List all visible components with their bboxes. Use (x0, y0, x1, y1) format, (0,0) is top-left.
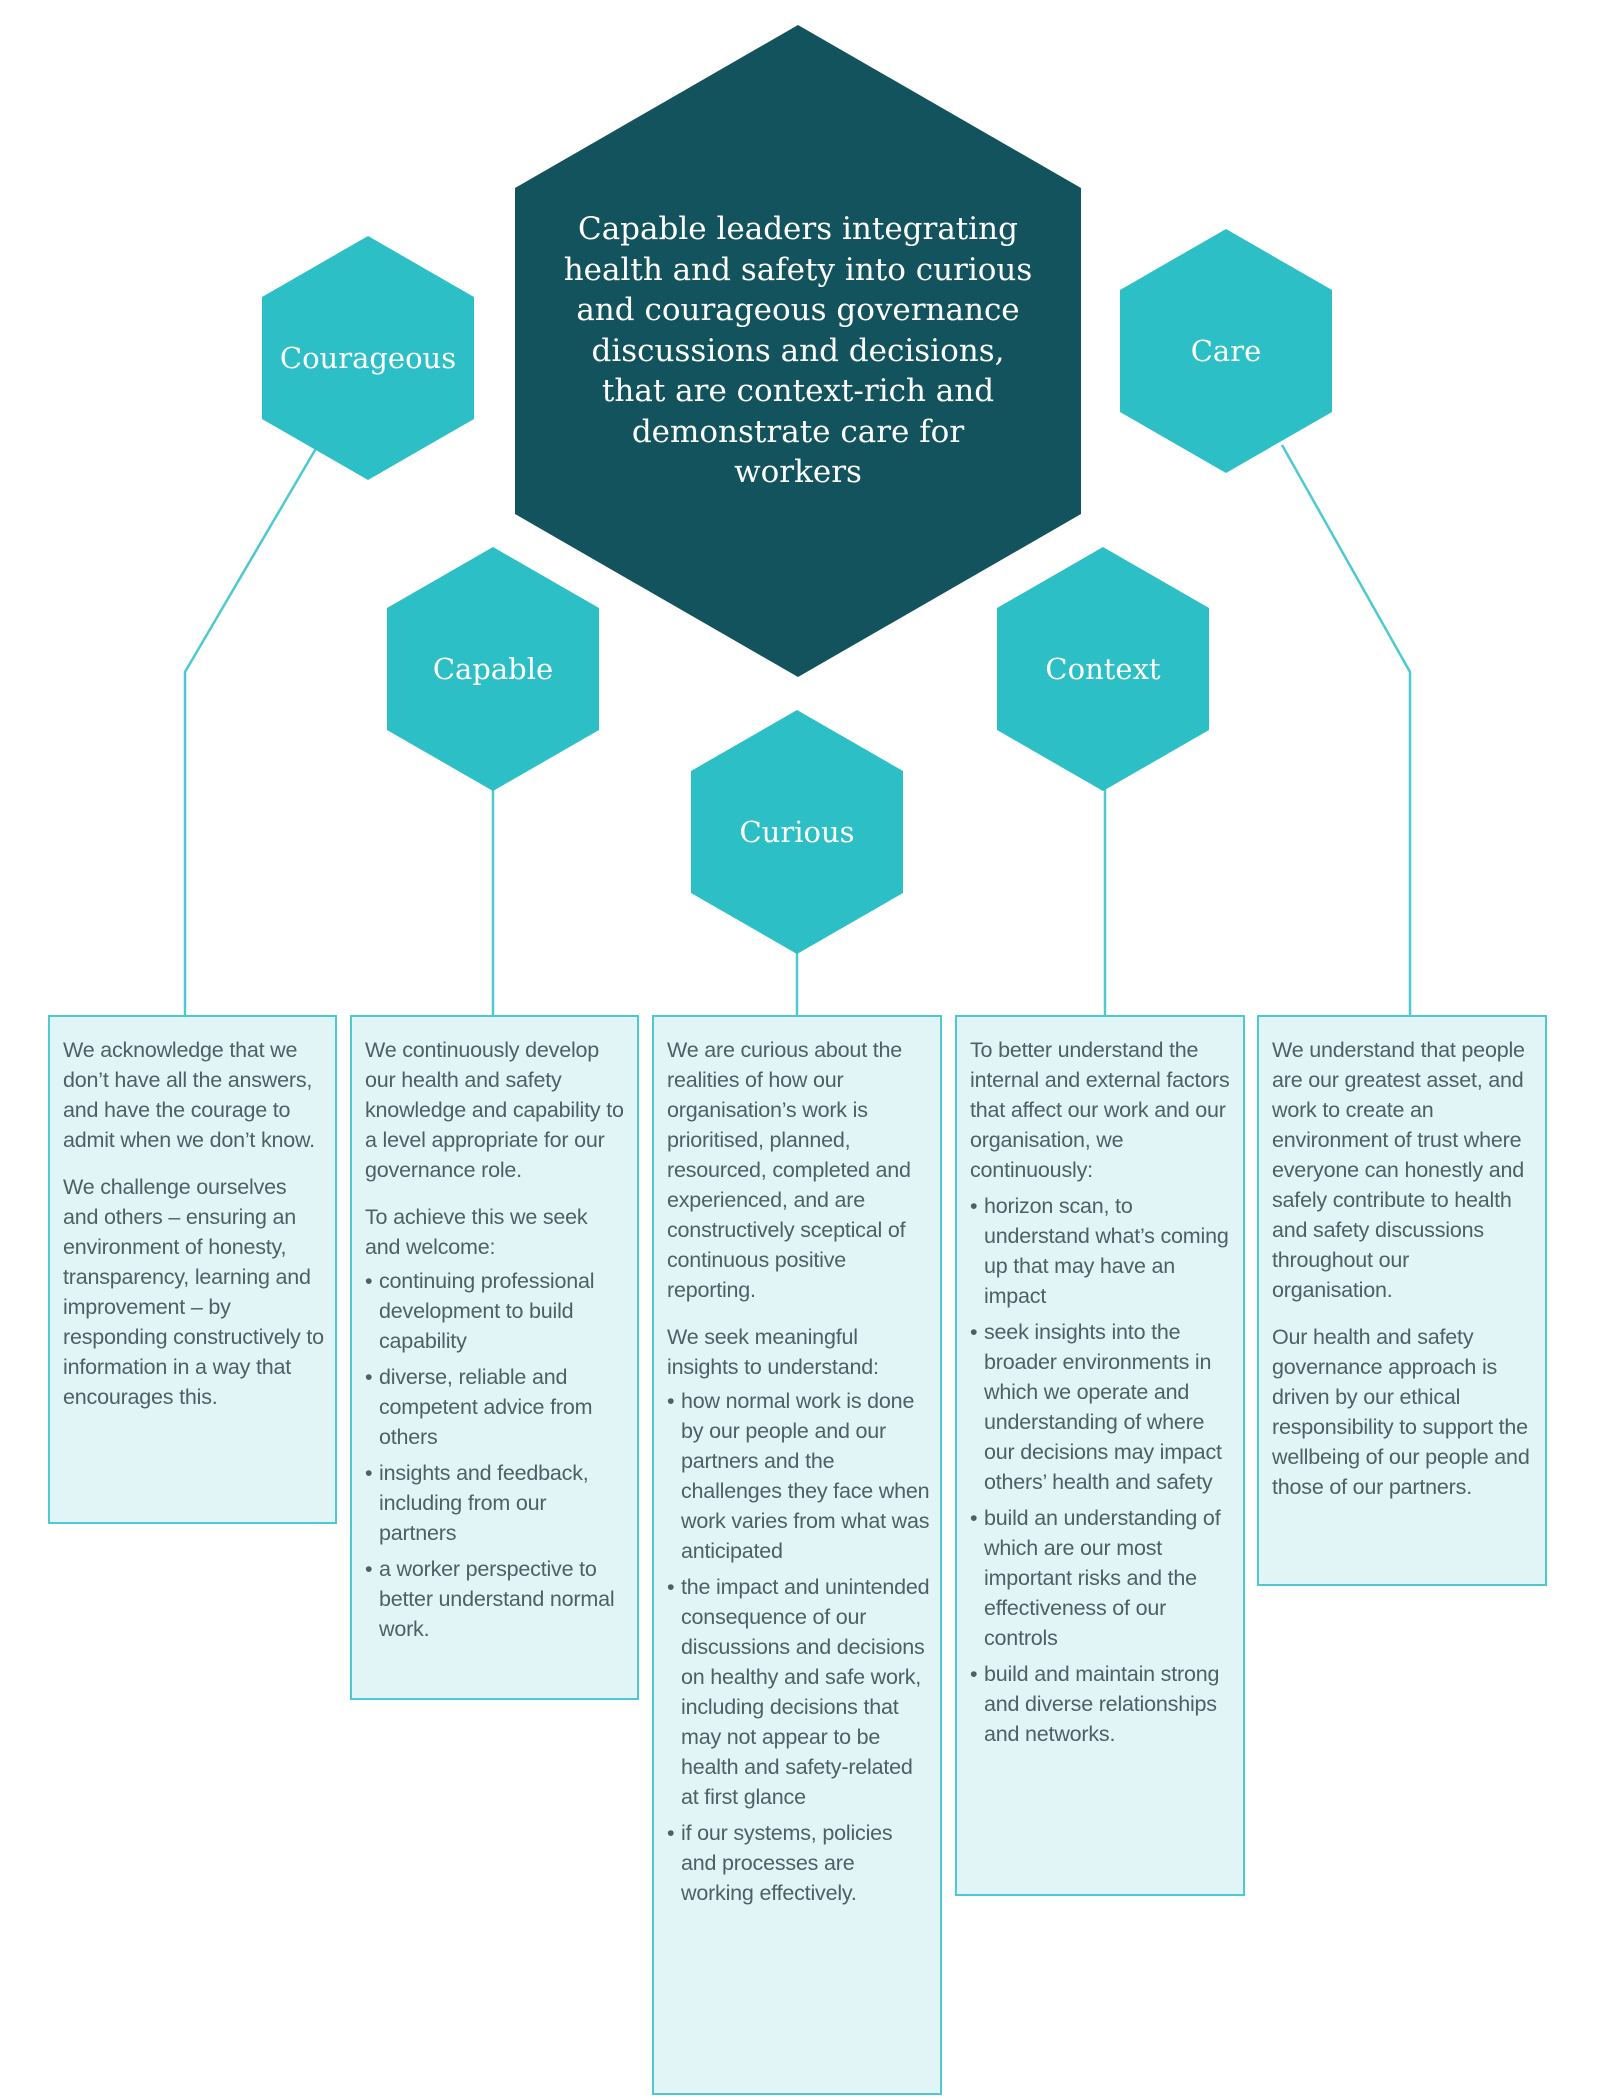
context-paragraph: To better understand the internal and ex… (970, 1038, 1230, 1182)
curious-bullet-list: how normal work is done by our people an… (667, 1386, 930, 1908)
care-title: Care (1190, 334, 1262, 368)
list-item: if our systems, policies and processes a… (667, 1818, 930, 1908)
list-item: a worker perspective to better understan… (365, 1554, 627, 1644)
courageous-title: Courageous (279, 341, 457, 375)
capable-hexagon: Capable (387, 547, 599, 791)
list-item: seek insights into the broader environme… (970, 1317, 1233, 1497)
list-item: build an understanding of which are our … (970, 1503, 1233, 1653)
central-line: and courageous governance (576, 292, 1020, 329)
context-hexagon: Context (997, 547, 1209, 791)
curious-title: Curious (739, 815, 855, 849)
capable-description-box: We continuously develop our health and s… (350, 1015, 639, 1700)
care-paragraph: We understand that people are our greate… (1272, 1038, 1525, 1302)
courageous-connector (183, 444, 320, 1015)
context-title: Context (1045, 652, 1161, 686)
list-item: continuing professional development to b… (365, 1266, 627, 1356)
central-line: discussions and decisions, (591, 332, 1005, 369)
context-bullet-list: horizon scan, to understand what’s comin… (970, 1191, 1233, 1749)
list-item: build and maintain strong and diverse re… (970, 1659, 1233, 1749)
list-item: horizon scan, to understand what’s comin… (970, 1191, 1233, 1311)
list-item: the impact and unintended consequence of… (667, 1572, 930, 1812)
central-line: Capable leaders integrating (577, 211, 1018, 248)
central-line: health and safety into curious (563, 251, 1033, 288)
capable-title: Capable (432, 652, 554, 686)
care-description-box: We understand that people are our greate… (1257, 1015, 1547, 1586)
care-hexagon: Care (1120, 229, 1332, 473)
list-item: diverse, reliable and competent advice f… (365, 1362, 627, 1452)
curious-paragraph: We seek meaningful insights to understan… (667, 1325, 879, 1379)
central-line: that are context-rich and (601, 373, 995, 410)
courageous-description-box: We acknowledge that we don’t have all th… (48, 1015, 337, 1524)
context-description-box: To better understand the internal and ex… (955, 1015, 1245, 1896)
central-statement: Capable leaders integrating health and s… (563, 209, 1033, 493)
care-connector (1280, 444, 1412, 1015)
list-item: how normal work is done by our people an… (667, 1386, 930, 1566)
curious-paragraph: We are curious about the realities of ho… (667, 1038, 911, 1302)
capable-paragraph: We continuously develop our health and s… (365, 1038, 624, 1182)
courageous-paragraph: We challenge ourselves and others – ensu… (63, 1175, 324, 1409)
care-paragraph: Our health and safety governance approac… (1272, 1325, 1530, 1499)
capable-paragraph: To achieve this we seek and welcome: (365, 1205, 588, 1259)
central-line: demonstrate care for workers (631, 413, 965, 491)
capable-bullet-list: continuing professional development to b… (365, 1266, 627, 1644)
curious-hexagon: Curious (691, 710, 903, 954)
list-item: insights and feedback, including from ou… (365, 1458, 627, 1548)
curious-description-box: We are curious about the realities of ho… (652, 1015, 942, 2095)
courageous-paragraph: We acknowledge that we don’t have all th… (63, 1038, 315, 1152)
